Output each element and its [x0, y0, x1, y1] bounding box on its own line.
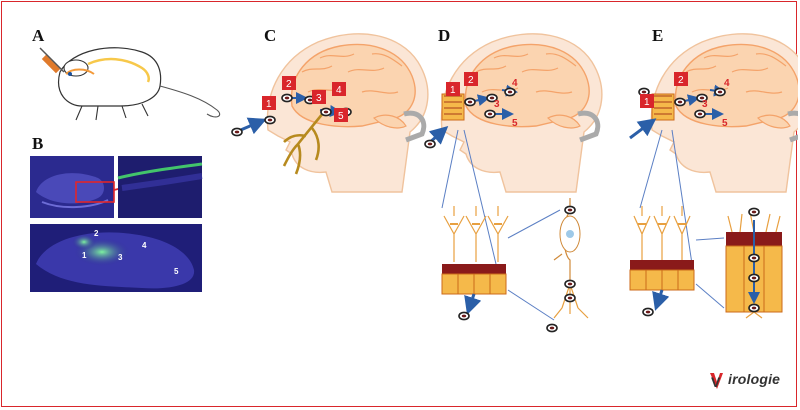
- panel-label-c: C: [264, 26, 277, 45]
- badge-e-1: 1: [644, 97, 650, 108]
- badge-c-3: 3: [316, 93, 322, 104]
- logo-text: irologie: [728, 371, 781, 387]
- badge-d-5: 5: [512, 118, 518, 129]
- virologie-logo: V irologie: [708, 370, 784, 392]
- step-badges-d: 1 2 3 4 5: [446, 72, 518, 129]
- badge-c-5: 5: [338, 111, 344, 122]
- virologie-logo-mark: V: [710, 373, 723, 390]
- panel-label-e: E: [652, 26, 664, 45]
- badge-e-2: 2: [678, 75, 684, 86]
- badge-c-2: 2: [286, 79, 292, 90]
- badge-c-1: 1: [266, 99, 272, 110]
- trigeminal-nerve: [282, 111, 325, 175]
- badge-d-3: 3: [494, 99, 500, 110]
- step-badges-c: 1 2 3 4 5: [262, 76, 348, 122]
- head-brain-d: [441, 34, 601, 192]
- scan-label-3: 3: [118, 253, 123, 262]
- badge-d-1: 1: [450, 85, 456, 96]
- olfactory-neurons-d: [441, 198, 589, 321]
- mouse-illustration: [39, 47, 221, 121]
- olfactory-neurons-e: [629, 206, 783, 319]
- scan-label-5: 5: [174, 267, 179, 276]
- badge-e-5: 5: [722, 118, 728, 129]
- scan-label-1: 1: [82, 251, 87, 260]
- scan-label-2: 2: [94, 229, 99, 238]
- logo-initial: V: [711, 374, 721, 390]
- panel-label-d: D: [438, 26, 451, 45]
- scan-label-4: 4: [142, 241, 147, 250]
- step-badges-e: 1 2 3 4 5: [640, 72, 730, 129]
- badge-e-4: 4: [724, 78, 730, 89]
- badge-d-2: 2: [468, 75, 474, 86]
- badge-e-3: 3: [702, 99, 708, 110]
- panel-label-b: B: [32, 134, 44, 153]
- brain-scan-images: 2 4 3 1 5: [30, 156, 203, 292]
- badge-c-4: 4: [336, 85, 342, 96]
- badge-d-4: 4: [512, 78, 518, 89]
- panel-label-a: A: [32, 26, 45, 45]
